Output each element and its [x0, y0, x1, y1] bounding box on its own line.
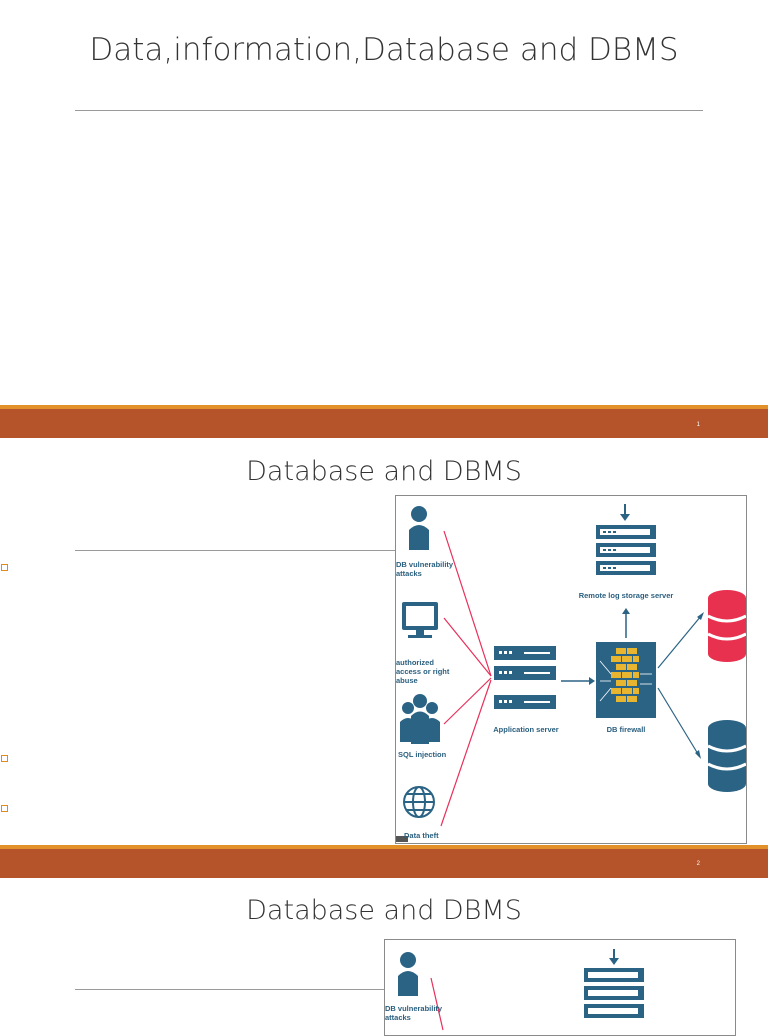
label-sql-injection: SQL injection: [398, 750, 447, 759]
db-security-diagram-graphic: [396, 504, 746, 842]
label-db-vulnerability: DB vulnerability attacks: [396, 560, 454, 578]
label-db-firewall: DB firewall: [606, 725, 646, 734]
group-icon: [400, 694, 440, 744]
slide-2-footer-band: 2: [0, 849, 768, 878]
label-data-theft: Data theft: [404, 831, 439, 840]
db-security-diagram-partial-graphic: [398, 949, 644, 1031]
slide-1-title-rule: [75, 110, 703, 111]
slide-3-title: Database and DBMS: [246, 895, 522, 926]
slide-1-title: Data,information,Database and DBMS: [89, 32, 679, 68]
slide-2-bullet-2: [1, 755, 8, 762]
db-security-diagram-partial: DB vulnerability attacks: [384, 939, 736, 1036]
slide-2-bullet-3: [1, 805, 8, 812]
db-firewall-icon: [596, 642, 656, 718]
database-blue-icon: [707, 720, 746, 792]
slide-3-title-rule: [75, 989, 385, 990]
arrow-firewall-to-log: [622, 608, 630, 638]
database-red-icon: [707, 590, 746, 662]
slide-2-title: Database and DBMS: [246, 456, 522, 487]
person-icon: [409, 506, 429, 550]
arrow-app-to-firewall: [561, 677, 595, 685]
globe-icon: [403, 786, 435, 818]
label-application-server: Application server: [493, 725, 559, 734]
slide-2-page-number: 2: [696, 861, 700, 867]
arrows-firewall-to-databases: [657, 612, 704, 759]
application-server-icon: [494, 646, 556, 709]
remote-log-server-icon: [584, 949, 644, 1018]
label-remote-log-server: Remote log storage server: [578, 591, 674, 600]
slide-2-bullet-1: [1, 564, 8, 571]
db-security-diagram: DB vulnerability attacks authorized acce…: [395, 495, 747, 844]
monitor-icon: [402, 602, 438, 638]
slide-1-band-accent: [0, 405, 768, 409]
small-dark-marker: [396, 836, 408, 842]
slide-1-footer-band: 1: [0, 409, 768, 438]
slide-1-page-number: 1: [696, 422, 700, 428]
remote-log-server-icon: [596, 504, 656, 575]
label-db-vulnerability: DB vulnerability attacks: [385, 1004, 443, 1022]
person-icon: [398, 952, 418, 996]
label-authorized-access: authorized access or right abuse: [396, 658, 450, 685]
slide-2-title-rule: [75, 550, 405, 551]
slide-2-band-accent: [0, 845, 768, 849]
